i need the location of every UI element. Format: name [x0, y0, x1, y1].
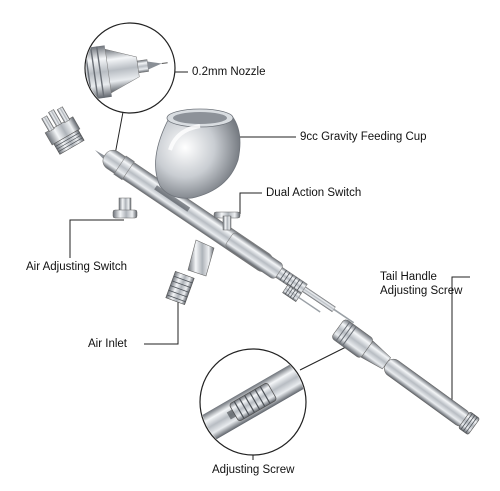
label-adjusting-screw: Adjusting Screw [212, 464, 295, 476]
adjusting-screw-detail-inset [199, 348, 307, 456]
tail-handle-part [282, 284, 480, 435]
trigger [213, 211, 241, 231]
label-tail-line1: Tail Handle [380, 271, 437, 283]
nozzle-detail-inset [84, 22, 176, 114]
label-gravity-cup: 9cc Gravity Feeding Cup [300, 131, 427, 143]
airbrush-body [95, 108, 355, 324]
label-tail-line2: Adjusting Screw [380, 285, 463, 297]
label-air-inlet: Air Inlet [88, 338, 127, 350]
leader-air-inlet [144, 296, 179, 345]
label-dual-action-switch: Dual Action Switch [266, 187, 362, 199]
gravity-cup [155, 108, 241, 199]
leader-adjusting-screw-detail [299, 344, 351, 371]
label-nozzle: 0.2mm Nozzle [192, 66, 266, 78]
label-tail-handle: Tail Handle Adjusting Screw [380, 270, 462, 298]
air-adjust-knob [112, 197, 138, 219]
nozzle-cap-part [41, 106, 85, 155]
leader-air-adjust [69, 219, 124, 258]
leader-tail [451, 276, 470, 407]
leader-dual-action [239, 192, 262, 214]
label-air-adjusting-switch: Air Adjusting Switch [26, 261, 127, 273]
air-inlet-fitting [165, 239, 215, 305]
